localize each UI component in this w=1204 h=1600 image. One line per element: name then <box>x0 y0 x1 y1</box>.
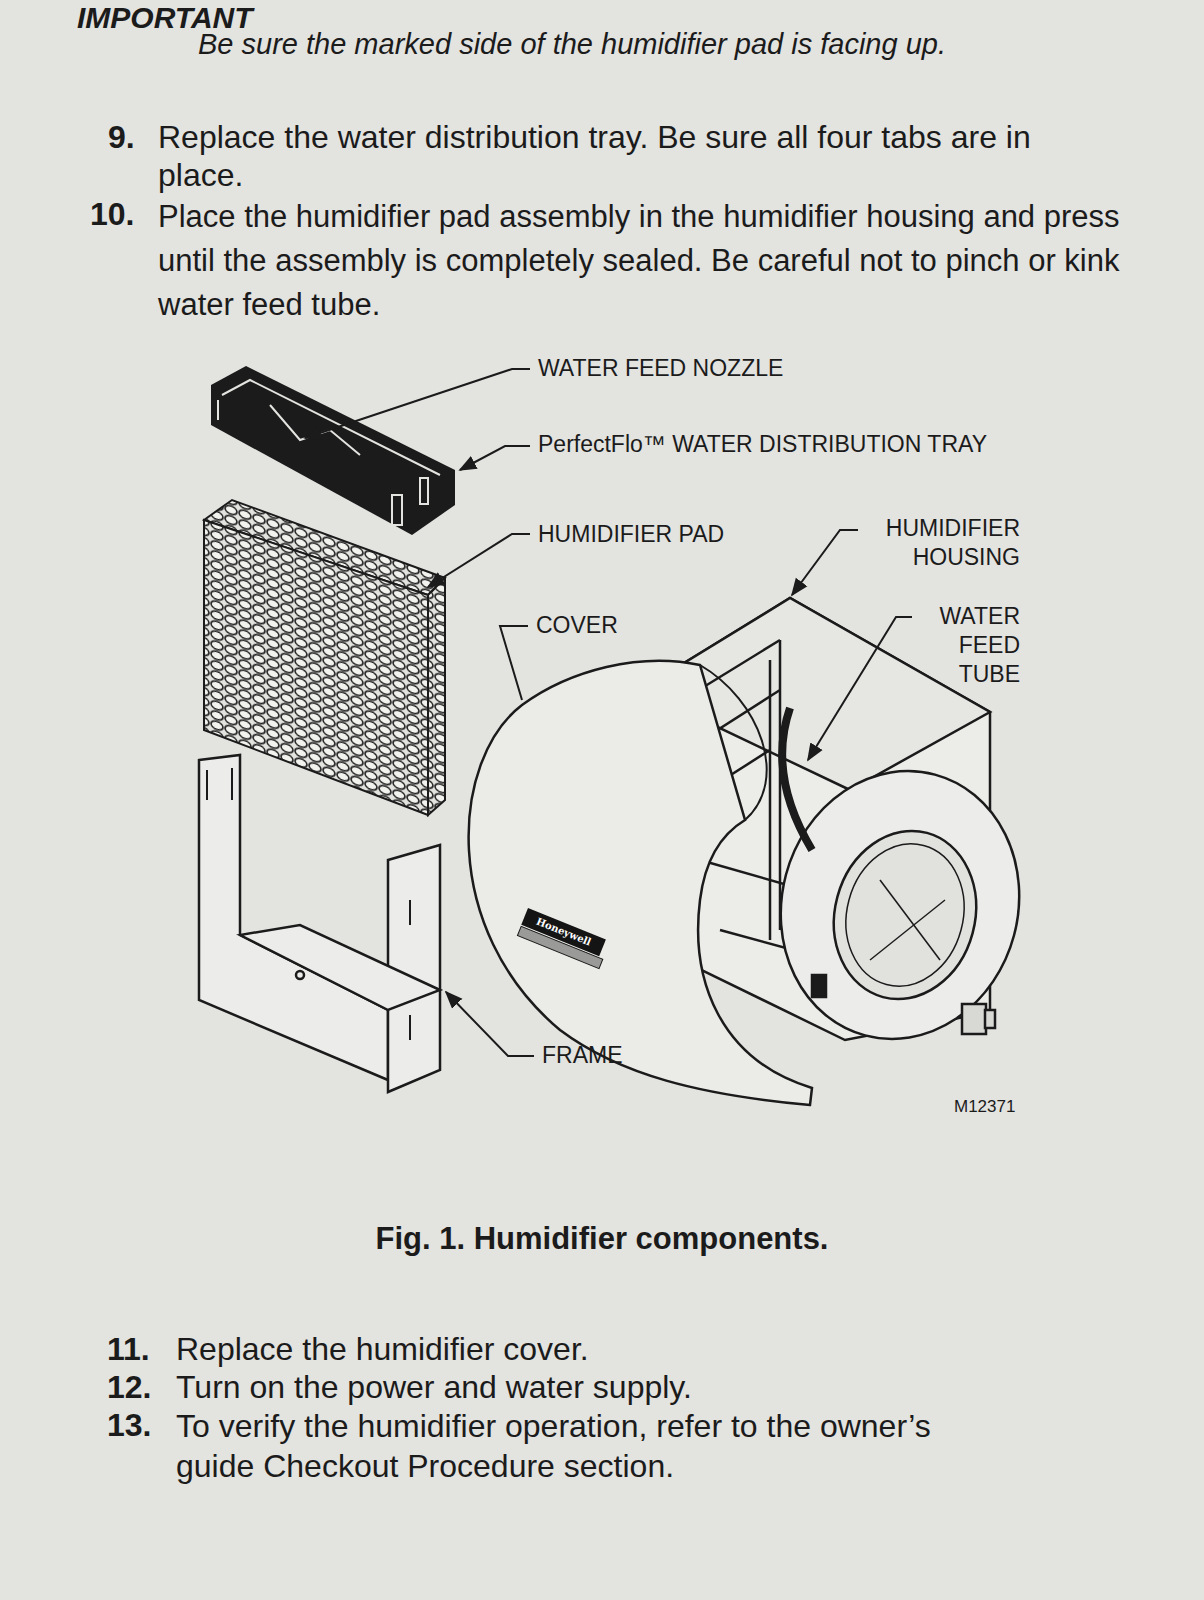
step-number: 9. <box>108 118 158 156</box>
step-number: 11. <box>107 1330 167 1368</box>
notice-text: Be sure the marked side of the humidifie… <box>198 27 1198 62</box>
step-number: 12. <box>107 1368 167 1406</box>
step-number: 10. <box>90 195 158 233</box>
step-text: Replace the humidifier cover. <box>176 1330 1076 1368</box>
part-label: WATER FEED NOZZLE <box>538 354 858 382</box>
leader-lines <box>305 369 912 1056</box>
cover-edge <box>700 665 767 820</box>
cover-drawing <box>469 661 812 1105</box>
part-label: WATER FEED TUBE <box>915 602 1020 689</box>
feed-tube-drawing <box>782 708 812 850</box>
step-text: Replace the water distribution tray. Be … <box>158 118 1098 194</box>
part-label: HUMIDIFIER HOUSING <box>850 514 1020 572</box>
step-text: Place the humidifier pad assembly in the… <box>158 195 1143 327</box>
step-text: Turn on the power and water supply. <box>176 1368 1076 1406</box>
part-label: PerfectFlo™ WATER DISTRIBUTION TRAY <box>538 430 1098 458</box>
part-label: COVER <box>536 611 656 639</box>
step-number: 13. <box>107 1406 167 1444</box>
frame-drawing <box>199 755 440 1092</box>
step-text: To verify the humidifier operation, refe… <box>176 1406 936 1486</box>
figure-caption: Fig. 1. Humidifier components. <box>0 1220 1204 1257</box>
part-label: FRAME <box>542 1041 662 1069</box>
part-label: HUMIDIFIER PAD <box>538 520 858 548</box>
figure-number: M12371 <box>954 1097 1044 1117</box>
